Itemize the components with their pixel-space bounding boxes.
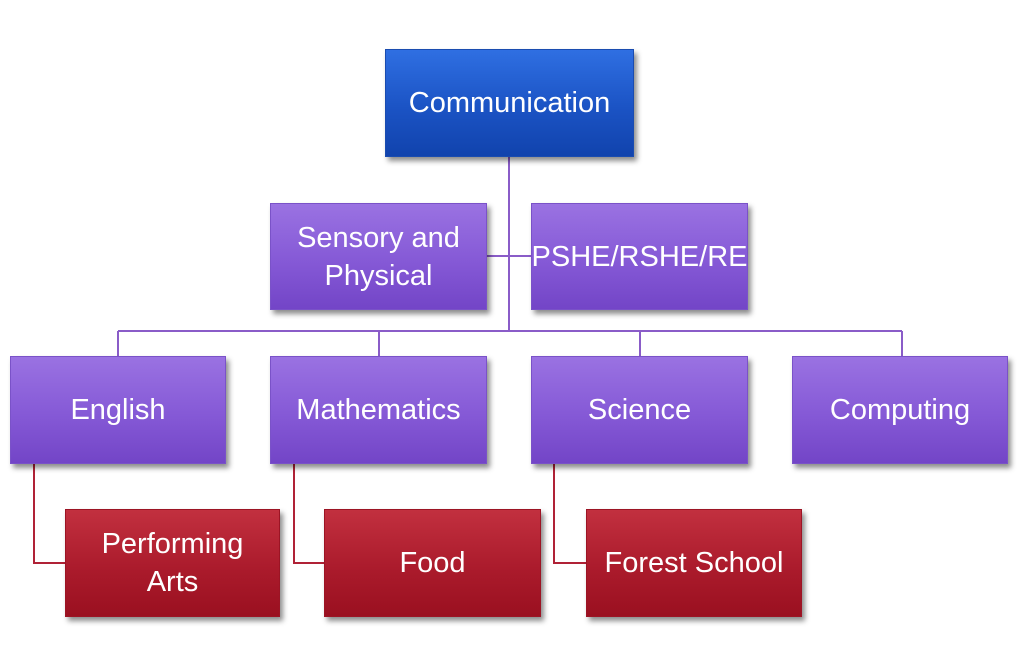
node-label: Performing Arts (101, 528, 244, 598)
node-label: PSHE/RSHE/RE (531, 240, 748, 273)
node-label: Forest School (604, 547, 784, 579)
connector-food (293, 464, 324, 564)
node-label: Communication (408, 87, 611, 119)
node-english: English (10, 356, 226, 464)
node-label: Science (587, 394, 692, 426)
node-mathematics: Mathematics (270, 356, 487, 464)
node-pshe-rshe-re: PSHE/RSHE/RE (531, 203, 748, 310)
node-performing-arts: Performing Arts (65, 509, 280, 617)
connector-performing-arts (33, 464, 65, 564)
node-food: Food (324, 509, 541, 617)
node-sensory-and-physical: Sensory and Physical (270, 203, 487, 310)
node-communication: Communication (385, 49, 634, 157)
node-forest-school: Forest School (586, 509, 802, 617)
node-computing: Computing (792, 356, 1008, 464)
node-label: English (70, 394, 166, 426)
node-label: Sensory and Physical (297, 221, 460, 292)
node-label: Mathematics (296, 394, 461, 426)
node-label: Food (399, 547, 466, 579)
node-label: Computing (829, 394, 971, 426)
node-science: Science (531, 356, 748, 464)
connector-forest-school (553, 464, 586, 564)
